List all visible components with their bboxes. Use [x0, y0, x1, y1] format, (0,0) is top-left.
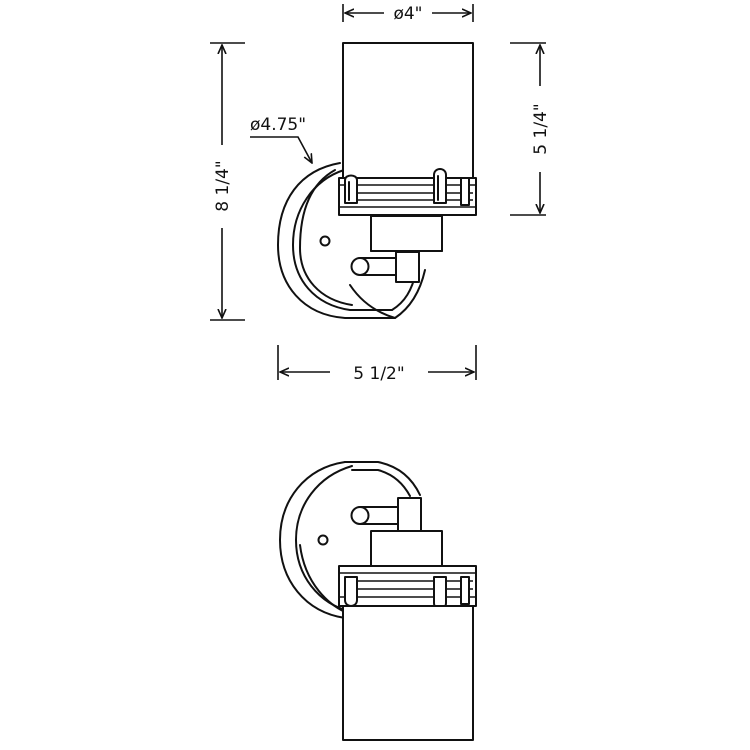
mounting-screw-lower	[317, 534, 329, 546]
label-overall-extension: 5 1/2"	[353, 364, 404, 384]
backplate-lower	[279, 461, 421, 619]
dim-backplate-diameter: ø4.75"	[250, 115, 312, 163]
arm-assembly-lower	[350, 497, 443, 567]
dim-overall-extension: 5 1/2"	[277, 345, 477, 384]
label-shade-diameter: ø4"	[393, 4, 422, 24]
mounting-screw	[319, 235, 331, 247]
shade-gallery-lower	[338, 565, 477, 610]
upright-view: ø4" 8 1/4" ø4.75" 5 1/4"	[210, 4, 551, 384]
label-shade-height: 5 1/4"	[531, 103, 551, 154]
label-overall-height: 8 1/4"	[213, 160, 233, 211]
backplate	[277, 162, 426, 319]
dim-shade-height: 5 1/4"	[510, 42, 551, 216]
dim-overall-height: 8 1/4"	[210, 42, 245, 321]
arm-assembly	[350, 215, 443, 283]
glass-shade-lower	[342, 605, 474, 741]
label-backplate-diameter: ø4.75"	[250, 115, 306, 135]
dim-shade-diameter: ø4"	[342, 4, 474, 24]
downlight-view	[279, 461, 477, 741]
shade-gallery	[338, 168, 477, 216]
